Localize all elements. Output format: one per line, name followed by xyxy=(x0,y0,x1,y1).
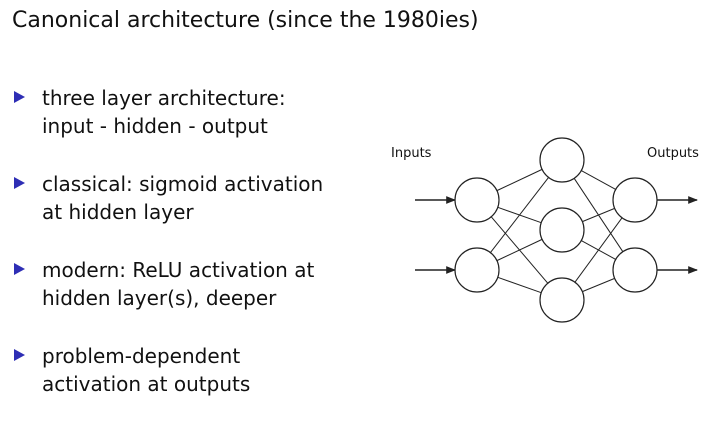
hidden-node xyxy=(539,137,585,183)
input-node xyxy=(454,247,500,293)
bullet-line: classical: sigmoid activation xyxy=(42,172,324,196)
triangle-bullet-icon xyxy=(14,91,25,103)
hidden-node xyxy=(539,207,585,253)
connection-line xyxy=(490,177,549,253)
bullet-item: problem-dependent activation at outputs xyxy=(14,342,354,398)
triangle-bullet-icon xyxy=(14,349,25,361)
output-node xyxy=(612,247,658,293)
bullet-line: hidden layer(s), deeper xyxy=(42,286,277,310)
arrows xyxy=(415,196,698,274)
bullet-item: three layer architecture: input - hidden… xyxy=(14,84,354,140)
hidden-node xyxy=(539,277,585,323)
bullet-list: three layer architecture: input - hidden… xyxy=(14,84,354,428)
bullet-line: three layer architecture: xyxy=(42,86,286,110)
connection-line xyxy=(496,168,543,192)
input-node xyxy=(454,177,500,223)
connection-line xyxy=(497,276,542,294)
connection-line xyxy=(582,277,615,293)
triangle-bullet-icon xyxy=(14,263,25,275)
bullet-item: modern: ReLU activation at hidden layer(… xyxy=(14,256,354,312)
connections xyxy=(490,168,624,294)
bullet-line: modern: ReLU activation at xyxy=(42,258,315,282)
bullet-line: activation at outputs xyxy=(42,372,251,396)
nodes xyxy=(454,137,658,323)
connection-line xyxy=(582,207,615,223)
connection-line xyxy=(574,217,623,283)
output-node xyxy=(612,177,658,223)
inputs-label: Inputs xyxy=(391,146,432,161)
connection-line xyxy=(581,170,616,190)
outputs-label: Outputs xyxy=(647,146,699,161)
bullet-line: problem-dependent xyxy=(42,344,241,368)
bullet-line: input - hidden - output xyxy=(42,114,268,138)
bullet-item: classical: sigmoid activation at hidden … xyxy=(14,170,354,226)
bullet-line: at hidden layer xyxy=(42,200,194,224)
neural-network-diagram: Inputs Outputs xyxy=(391,137,699,323)
connection-line xyxy=(496,238,543,262)
triangle-bullet-icon xyxy=(14,177,25,189)
slide-title: Canonical architecture (since the 1980ie… xyxy=(12,8,479,33)
